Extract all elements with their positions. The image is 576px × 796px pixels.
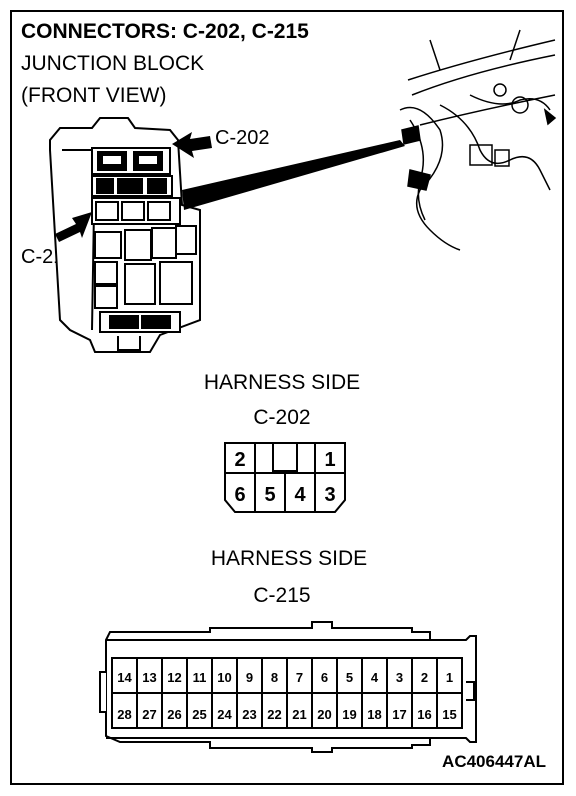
c215-pin-21: 21 [292, 707, 306, 722]
c202-pin-4: 4 [294, 484, 306, 506]
c202-pin-2: 2 [234, 449, 245, 471]
callout-c202-label: C-202 [215, 127, 270, 149]
c215-pin-3: 3 [396, 670, 403, 685]
arrow-to-c215 [55, 212, 92, 242]
c215-pin-25: 25 [192, 707, 206, 722]
c202-pin-1: 1 [324, 449, 335, 471]
c215-pin-13: 13 [142, 670, 156, 685]
c215-pin-28: 28 [117, 707, 131, 722]
c215-pin-11: 11 [193, 670, 207, 685]
c202-connector-name: C-202 [253, 406, 311, 429]
c215-pin-14: 14 [117, 670, 132, 685]
c215-pin-1: 1 [446, 670, 453, 685]
c215-pin-15: 15 [442, 707, 456, 722]
c215-pin-4: 4 [371, 670, 379, 685]
c215-pin-17: 17 [392, 707, 406, 722]
figure-frame [10, 10, 564, 785]
dashboard-location-sketch [399, 29, 557, 251]
c202-harness-side-label: HARNESS SIDE [203, 371, 361, 394]
c215-pin-24: 24 [217, 707, 232, 722]
c215-pin-20: 20 [317, 707, 331, 722]
location-leader-wedge [182, 140, 405, 210]
c215-pin-6: 6 [321, 670, 328, 685]
c202-pin-6: 6 [234, 484, 245, 506]
c215-pin-2: 2 [421, 670, 428, 685]
c215-pin-7: 7 [296, 670, 303, 685]
c215-pin-16: 16 [417, 707, 431, 722]
figure-id: AC406447AL [442, 752, 546, 771]
c215-harness-side-label: HARNESS SIDE [210, 547, 368, 570]
figure-title: CONNECTORS: C-202, C-215 [21, 20, 309, 43]
c215-pin-8: 8 [271, 670, 278, 685]
c215-pin-9: 9 [246, 670, 253, 685]
junction-block-illustration [49, 117, 201, 353]
arrow-to-c202 [172, 132, 212, 158]
c215-pin-19: 19 [342, 707, 356, 722]
c215-pin-26: 26 [167, 707, 181, 722]
c215-pin-18: 18 [367, 707, 381, 722]
c215-pin-12: 12 [167, 670, 181, 685]
c215-pin-27: 27 [142, 707, 156, 722]
c215-pin-5: 5 [346, 670, 353, 685]
subtitle-front-view: (FRONT VIEW) [21, 84, 167, 107]
subtitle-junction-block: JUNCTION BLOCK [21, 52, 205, 75]
c215-pin-10: 10 [217, 670, 231, 685]
c215-pin-23: 23 [242, 707, 256, 722]
c215-connector-name: C-215 [253, 584, 311, 607]
c215-pin-22: 22 [267, 707, 281, 722]
c202-pin-3: 3 [324, 484, 335, 506]
c202-pin-5: 5 [264, 484, 275, 506]
